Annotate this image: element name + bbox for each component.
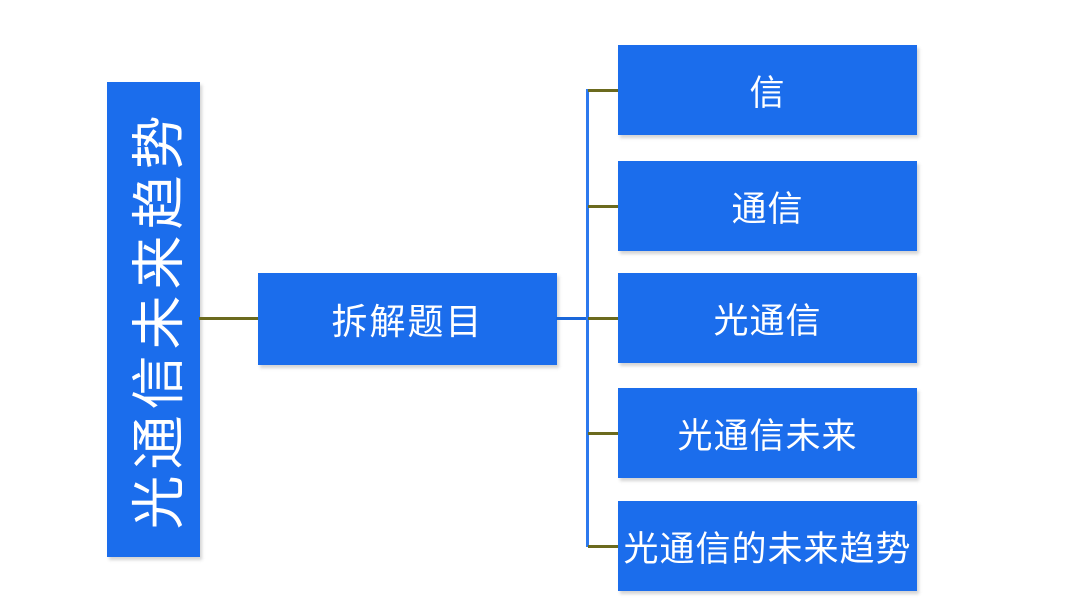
child-node-5[interactable]: 光通信的未来趋势 <box>618 501 917 591</box>
topic-node[interactable]: 拆解题目 <box>258 273 557 365</box>
connector-spine-to-child-3 <box>588 317 618 320</box>
child-node-5-label: 光通信的未来趋势 <box>623 529 912 570</box>
child-node-1-label: 信 <box>749 73 786 114</box>
root-node-label: 光通信未来趋势 <box>127 109 190 530</box>
connector-spine-to-child-4 <box>588 432 618 435</box>
child-node-4[interactable]: 光通信未来 <box>618 388 917 478</box>
child-node-2[interactable]: 通信 <box>618 161 917 251</box>
child-node-1[interactable]: 信 <box>618 45 917 135</box>
child-node-3[interactable]: 光通信 <box>618 273 917 363</box>
root-node[interactable]: 光通信未来趋势 <box>107 82 200 557</box>
branch-spine-connector <box>586 89 589 547</box>
connector-topic-to-spine <box>556 317 588 320</box>
connector-root-to-topic <box>199 317 258 320</box>
connector-spine-to-child-5 <box>588 545 618 548</box>
child-node-3-label: 光通信 <box>713 301 822 342</box>
child-node-2-label: 通信 <box>731 189 804 230</box>
child-node-4-label: 光通信未来 <box>677 416 858 457</box>
connector-spine-to-child-2 <box>588 205 618 208</box>
topic-node-label: 拆解题目 <box>331 302 484 343</box>
connector-spine-to-child-1 <box>588 89 618 92</box>
